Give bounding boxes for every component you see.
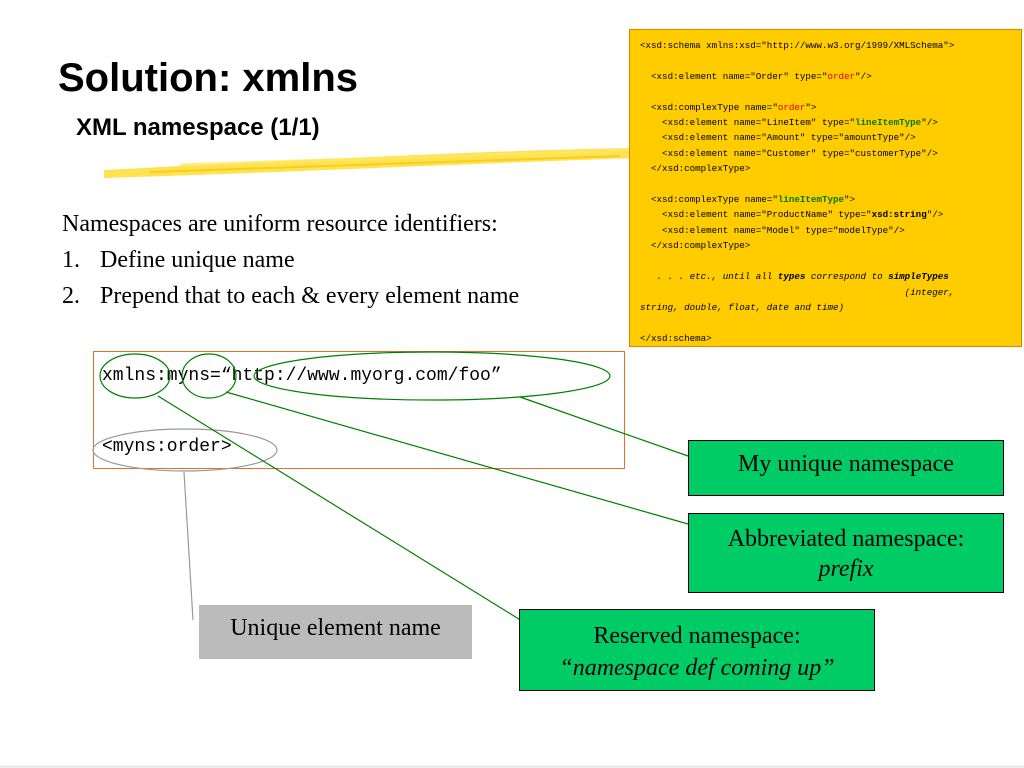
list-item-text: Prepend that to each & every element nam… [100,283,520,309]
code-line: <xsd:schema xmlns:xsd="http://www.w3.org… [640,40,955,51]
code-line: </xsd:complexType> [640,163,751,175]
callout-unique-namespace: My unique namespace [688,440,1004,496]
code-line: <xsd:complexType name="order"> [640,101,817,113]
schema-code-box: <xsd:schema xmlns:xsd="http://www.w3.org… [629,29,1022,347]
body-text: Namespaces are uniform resource identifi… [62,206,519,314]
slide-title: Solution: xmlns [58,56,358,100]
xml-example-box [93,351,625,469]
code-line: string, double, float, date and time) [640,301,844,313]
callout-reserved-namespace: Reserved namespace: “namespace def comin… [519,609,875,691]
list-item: 2. Prepend that to each & every element … [62,278,519,314]
connector-reserved [157,395,523,622]
callout-unique-element-name: Unique element name [199,605,472,659]
code-line: <xsd:element name="LineItem" type="lineI… [640,117,938,129]
body-intro: Namespaces are uniform resource identifi… [62,211,498,237]
callout-abbreviated-namespace: Abbreviated namespace: prefix [688,513,1004,593]
connector-prefix [225,391,689,525]
code-line: . . . etc., until all types correspond t… [640,271,949,283]
xmlns-ellipse [99,353,171,399]
code-line: (integer, [640,286,955,298]
slide-subtitle: XML namespace (1/1) [76,114,320,141]
code-line: </xsd:complexType> [640,240,751,252]
prefix-ellipse [181,353,237,399]
list-item: 1. Define unique name [62,242,519,278]
myns-order-element: <myns:order> [102,437,232,457]
connector-unique-element [183,471,194,621]
code-line: <xsd:element name="Customer" type="custo… [640,147,938,159]
bottom-divider [0,765,1024,768]
list-item-text: Define unique name [100,247,295,273]
connector-unique-namespace [519,396,689,457]
code-line: <xsd:element name="Model" type="modelTyp… [640,224,905,236]
uri-ellipse [253,351,611,401]
list-item-number: 2. [62,283,80,309]
xmlns-declaration: xmlns:myns=“http://www.myorg.com/foo” [102,366,502,386]
code-line: <xsd:complexType name="lineItemType"> [640,194,856,206]
element-ellipse [92,428,278,472]
code-line: <xsd:element name="Amount" type="amountT… [640,132,916,144]
code-line: <xsd:element name="Order" type="order"/> [640,70,872,82]
code-line: </xsd:schema> [640,332,712,344]
code-line: <xsd:element name="ProductName" type="xs… [640,209,944,221]
list-item-number: 1. [62,247,80,273]
